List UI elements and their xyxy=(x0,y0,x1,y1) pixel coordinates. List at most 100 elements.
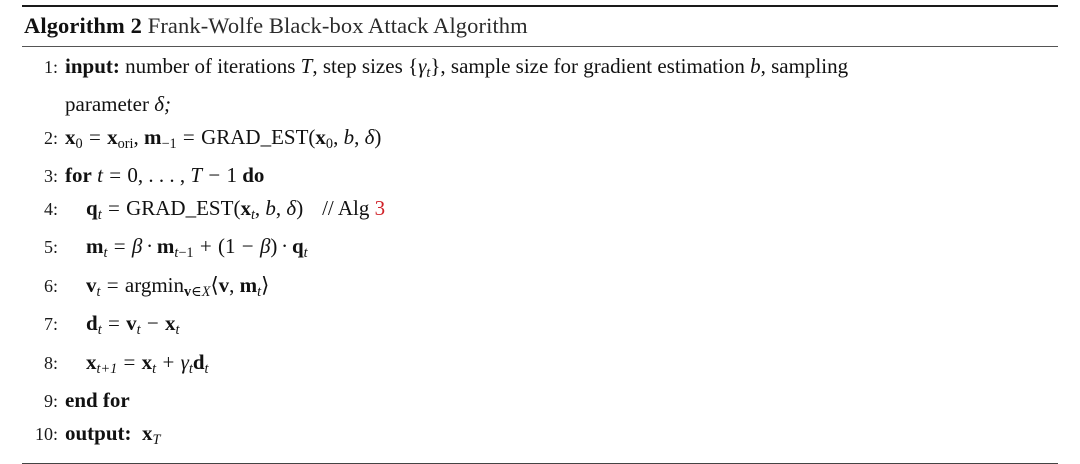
symbol-delta: δ xyxy=(286,195,297,220)
line-content: output: xT xyxy=(65,418,1058,456)
vector-x: x xyxy=(165,311,176,336)
vector-v: v xyxy=(126,311,137,336)
operator-plus: + xyxy=(199,234,212,259)
text-fragment: number of iterations xyxy=(125,54,296,78)
vector-x: x xyxy=(141,349,153,374)
line-content: xt+1=xt+γtdt xyxy=(65,347,1058,385)
line-number: 9 xyxy=(22,386,65,418)
line-number: 7 xyxy=(22,309,65,341)
algorithm-line: 4 qt=GRAD_EST(xt, b, δ)// Alg 3 xyxy=(22,193,1058,231)
vector-m: m xyxy=(143,124,162,149)
function-grad-est-2: EST xyxy=(196,195,234,220)
vector-v: v xyxy=(218,272,230,297)
vector-x: x xyxy=(240,195,251,220)
line-number: 8 xyxy=(22,348,65,380)
operator-minus: − xyxy=(208,163,221,188)
operator-minus: − xyxy=(146,311,159,336)
subscript-t: t xyxy=(204,360,209,377)
subscript-t: t xyxy=(175,322,180,339)
vector-q: q xyxy=(86,195,98,220)
subscript-t: t xyxy=(303,245,308,262)
line-number: 3 xyxy=(22,161,65,193)
subscript-minus-1: −1 xyxy=(161,135,177,152)
operator-equals: = xyxy=(182,124,195,149)
operator-minus: − xyxy=(241,234,254,259)
algorithm-reference-link[interactable]: 3 xyxy=(374,195,386,220)
angle-close: ⟩ xyxy=(261,272,270,297)
algorithm-body: 1 input: number of iterations T, step si… xyxy=(22,47,1058,456)
algorithm-line: 10 output: xT xyxy=(22,418,1058,456)
line-content: end for xyxy=(65,385,1058,417)
line-content: dt=vt−xt xyxy=(65,308,1058,346)
subscript-vector-v: v xyxy=(184,283,192,300)
algorithm-caption: Algorithm 2 Frank-Wolfe Black-box Attack… xyxy=(22,7,1058,46)
symbol-T: T xyxy=(190,163,203,188)
keyword-input: input: xyxy=(65,54,120,78)
paren-open: ( xyxy=(233,195,241,220)
range-values: 0, . . . , xyxy=(127,163,186,188)
line-content: qt=GRAD_EST(xt, b, δ)// Alg 3 xyxy=(65,193,1058,231)
vector-x: x xyxy=(65,124,76,149)
number-one: 1 xyxy=(226,163,237,188)
function-grad-est-2: EST xyxy=(271,124,309,149)
algorithm-line: 8 xt+1=xt+γtdt xyxy=(22,347,1058,385)
subscript-t: t xyxy=(250,206,255,223)
operator-equals: = xyxy=(113,234,126,259)
subscript-t: t xyxy=(97,206,102,223)
comma: , xyxy=(254,195,261,220)
line-content: input: number of iterations T, step size… xyxy=(65,51,1058,89)
text-fragment: , sampling xyxy=(760,54,849,78)
algorithm-line-continuation: parameter δ; xyxy=(22,89,1058,122)
symbol-gamma: γ xyxy=(180,349,189,374)
symbol-b: b xyxy=(265,195,276,220)
subscript-0: 0 xyxy=(325,135,334,152)
subscript-t: t xyxy=(426,64,431,81)
algorithm-line: 9 end for xyxy=(22,385,1058,418)
function-grad-est: GRAD xyxy=(201,124,261,149)
subscript-t: t xyxy=(257,283,262,300)
algorithm-line: 2 x0=xori, m−1=GRAD_EST(x0, b, δ) xyxy=(22,122,1058,160)
subscript-minus-1-part: −1 xyxy=(178,245,194,262)
line-content: vt=argminv∈X⟨v, mt⟩ xyxy=(65,270,1058,308)
subscript-t: t xyxy=(136,322,141,339)
operator-equals: = xyxy=(106,272,119,297)
subscript-calligraphic-X: X xyxy=(201,283,211,300)
vector-m: m xyxy=(156,234,175,259)
subscript-t-part: t xyxy=(174,245,179,262)
text-fragment: , step sizes { xyxy=(312,54,419,78)
rule-under-caption xyxy=(22,46,1058,47)
subscript-v-in-X: v∈X xyxy=(184,284,210,300)
vector-x: x xyxy=(315,124,326,149)
line-number: 1 xyxy=(22,52,65,84)
line-number: 2 xyxy=(22,123,65,155)
subscript-ori: ori xyxy=(117,135,134,152)
subscript-t: t xyxy=(103,245,108,262)
algorithm-line: 1 input: number of iterations T, step si… xyxy=(22,51,1058,89)
comma: , xyxy=(333,124,339,149)
paren-open: ( xyxy=(308,124,316,149)
vector-x: x xyxy=(86,349,97,374)
paren-close: ) xyxy=(374,124,382,149)
keyword-end-for: end for xyxy=(65,388,130,413)
algorithm-line: 6 vt=argminv∈X⟨v, mt⟩ xyxy=(22,270,1058,308)
text-fragment: parameter xyxy=(65,92,149,117)
subscript-element-of: ∈ xyxy=(191,283,202,300)
vector-x: x xyxy=(142,420,153,445)
algorithm-line: 7 dt=vt−xt xyxy=(22,308,1058,346)
symbol-beta: β xyxy=(131,234,143,259)
symbol-T: T xyxy=(300,54,313,78)
number-one: 1 xyxy=(225,234,236,259)
line-content: mt=β·mt−1+(1−β)·qt xyxy=(65,231,1058,269)
vector-q: q xyxy=(291,234,304,259)
vector-d: d xyxy=(192,349,205,374)
line-number: 10 xyxy=(22,419,65,451)
vector-m: m xyxy=(239,272,258,297)
paren-close: ) xyxy=(296,195,304,220)
symbol-delta: δ; xyxy=(154,92,171,117)
subscript-t-minus-1: t−1 xyxy=(174,245,193,261)
underscore-glyph: _ xyxy=(260,124,272,149)
line-number: 4 xyxy=(22,194,65,226)
subscript-t: t xyxy=(188,360,193,377)
operator-equals: = xyxy=(123,349,136,374)
rule-top xyxy=(22,5,1058,7)
